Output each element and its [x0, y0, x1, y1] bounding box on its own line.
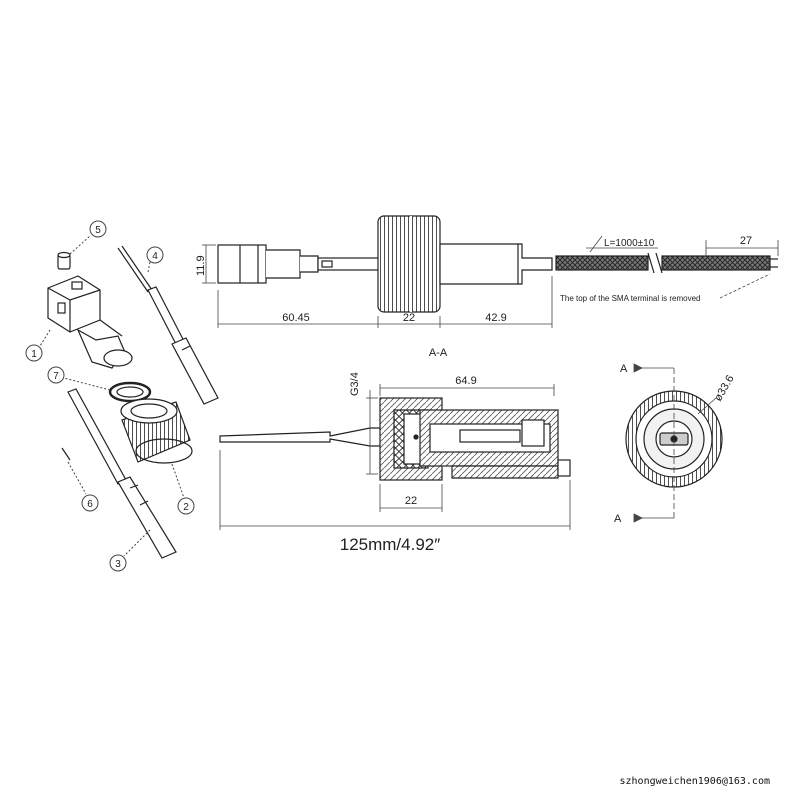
side-view-labels: 11.9 60.45 22 42.9 L=1000±10 27 The top …	[195, 235, 752, 324]
dim-height: 11.9	[195, 255, 207, 276]
side-view	[217, 215, 778, 313]
section-a-bottom: A	[614, 513, 622, 525]
exploded-view	[47, 245, 219, 559]
dim-diameter: ø33.6	[712, 373, 736, 403]
dim-left-length: 60.45	[282, 312, 310, 324]
plug-body	[217, 244, 267, 284]
dim-cable-length: L=1000±10	[604, 238, 655, 249]
dim-nut-width: 22	[403, 312, 415, 324]
side-view-dimensions	[202, 235, 779, 328]
footer-email: szhongweichen1906@163.com	[619, 776, 770, 787]
end-view-annotations	[633, 363, 717, 523]
side-nut	[377, 215, 441, 313]
section-view	[219, 397, 571, 481]
part-3-pin	[67, 388, 177, 559]
dim-section-nut: 22	[405, 495, 417, 507]
callout-4-label: 4	[152, 251, 158, 262]
total-length: 125mm/4.92″	[340, 535, 441, 554]
section-a-top: A	[620, 363, 628, 375]
callout-6-label: 6	[87, 499, 93, 510]
callout-5: 5	[69, 220, 107, 255]
part-5-cap	[57, 251, 71, 270]
callout-7: 7	[47, 366, 111, 391]
callout-4: 4	[146, 246, 164, 273]
callout-3: 3	[109, 529, 151, 572]
callout-7-label: 7	[53, 371, 59, 382]
part-7-oring	[108, 381, 152, 403]
braided-cable	[555, 255, 649, 271]
section-view-dimensions	[219, 384, 571, 530]
part-1-housing	[47, 275, 133, 369]
callout-2: 2	[171, 463, 195, 515]
callouts: 5 4 1 7 2 6 3	[25, 220, 195, 572]
sma-note: The top of the SMA terminal is removed	[560, 294, 701, 303]
callout-1: 1	[25, 329, 51, 362]
callout-3-label: 3	[115, 559, 121, 570]
section-view-labels: G3/4 64.9 22 125mm/4.92″	[340, 372, 477, 554]
part-2-nut	[120, 398, 193, 464]
callout-6: 6	[67, 461, 99, 512]
callout-1-label: 1	[31, 349, 37, 360]
dim-thread: G3/4	[349, 372, 361, 396]
callout-2-label: 2	[183, 502, 189, 513]
dim-right-length: 42.9	[485, 312, 506, 324]
part-6-pin	[61, 447, 71, 461]
callout-5-label: 5	[95, 225, 101, 236]
section-title: A-A	[429, 347, 448, 359]
dim-wire-strip: 27	[740, 235, 752, 247]
dim-body-length: 64.9	[455, 375, 476, 387]
part-4-pin	[117, 245, 219, 405]
